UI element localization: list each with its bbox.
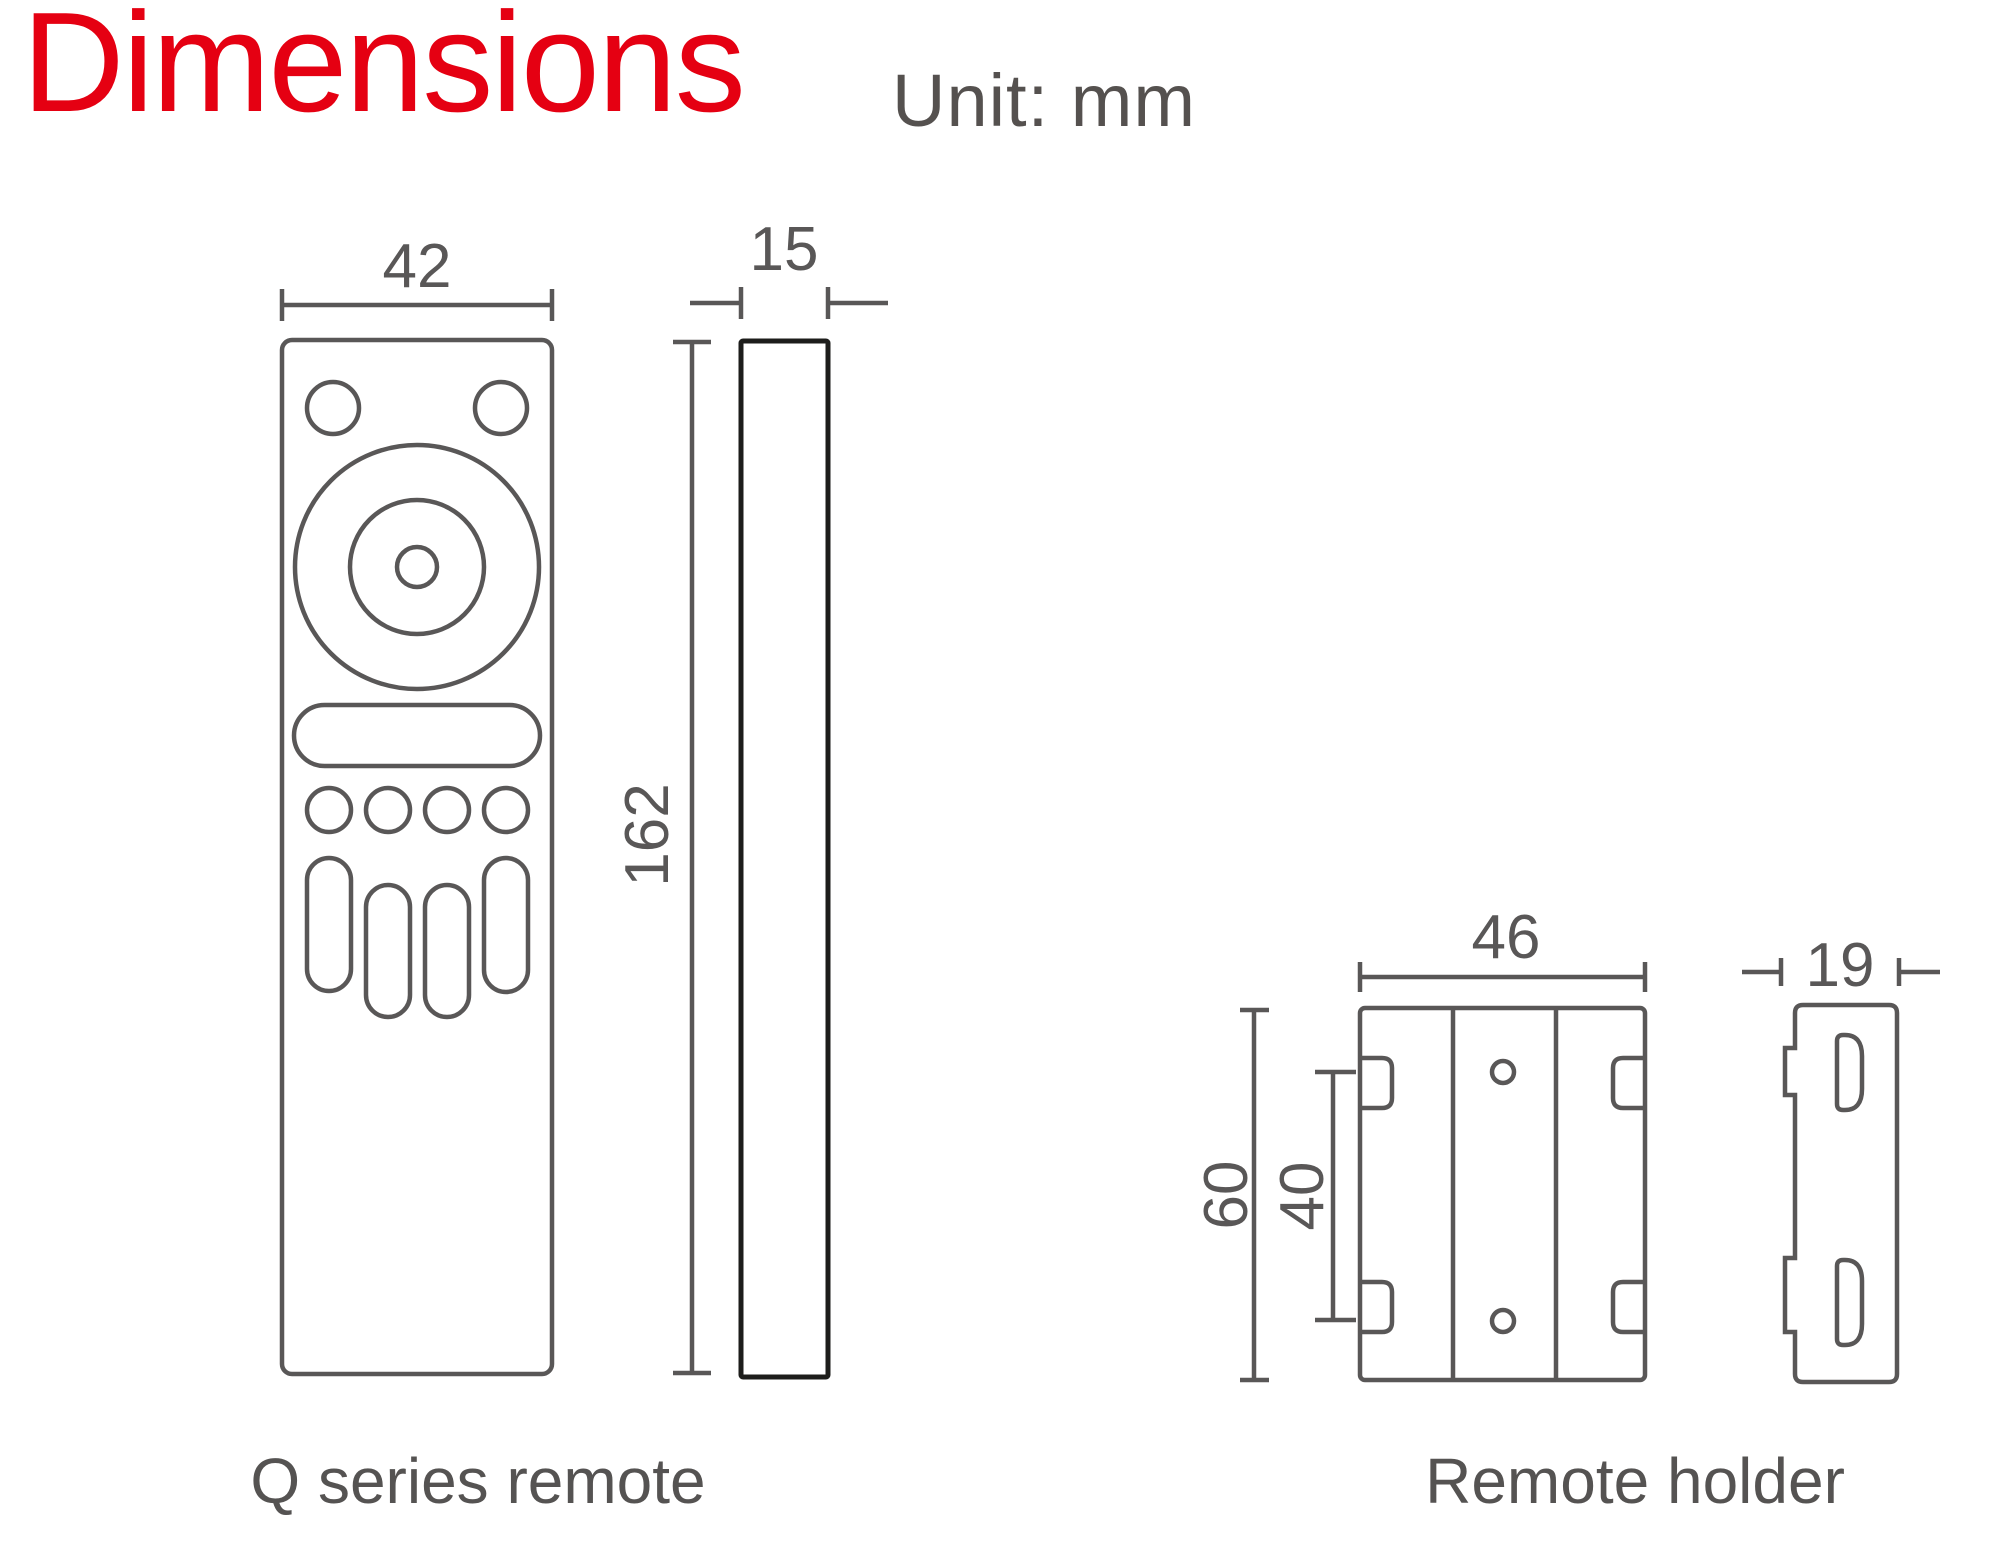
dim-remote-height — [673, 339, 711, 1376]
dim-remote-width — [279, 289, 555, 321]
remote-dial-middle-circle — [347, 497, 487, 637]
dim-holder-thickness — [1742, 958, 1940, 986]
holder-clip-top-right — [1610, 1055, 1645, 1111]
remote-dial-outer-circle — [292, 442, 542, 692]
dim-holder-width — [1357, 962, 1648, 992]
remote-side-outline — [738, 338, 831, 1380]
remote-pill-button-4 — [481, 855, 531, 995]
dim-label-holder-width: 46 — [1472, 903, 1541, 972]
remote-pill-button-2 — [363, 882, 413, 1020]
dim-holder-hole-spacing — [1315, 1069, 1356, 1323]
unit-note: Unit: mm — [892, 59, 1196, 142]
remote-pill-button-3 — [422, 882, 472, 1020]
dim-label-remote-width: 42 — [383, 232, 452, 301]
dim-label-holder-height: 60 — [1192, 1161, 1261, 1230]
holder-clip-bottom-right — [1610, 1279, 1645, 1335]
holder-body-outline — [1357, 1005, 1648, 1383]
remote-top-button-right — [472, 379, 530, 437]
holder-caption: Remote holder — [1425, 1445, 1845, 1517]
remote-round-button-4 — [481, 785, 531, 835]
remote-round-button-3 — [422, 785, 472, 835]
holder-side-slot-top — [1834, 1032, 1865, 1113]
remote-body-outline — [279, 337, 555, 1377]
holder-side-outline — [1782, 1002, 1900, 1385]
holder-front-view — [1357, 1005, 1648, 1383]
holder-screw-hole-bottom — [1489, 1307, 1517, 1335]
remote-side-view — [738, 338, 831, 1380]
holder-clip-top-left — [1360, 1055, 1395, 1111]
dim-label-holder-thickness: 19 — [1806, 931, 1875, 1000]
remote-front-view — [279, 337, 555, 1377]
remote-round-button-1 — [304, 785, 354, 835]
holder-clip-bottom-left — [1360, 1279, 1395, 1335]
remote-pill-button-1 — [304, 855, 354, 994]
dim-remote-thickness — [690, 287, 888, 319]
remote-top-button-left — [304, 379, 362, 437]
holder-side-view — [1782, 1002, 1900, 1385]
remote-dial-center-circle — [394, 544, 440, 590]
remote-bar-button — [291, 702, 543, 769]
dim-holder-height — [1240, 1007, 1269, 1383]
holder-side-slot-bottom — [1834, 1257, 1865, 1348]
dim-label-remote-thickness: 15 — [750, 215, 819, 284]
dim-label-remote-height: 162 — [613, 783, 682, 886]
dim-label-holder-hole-spacing: 40 — [1268, 1162, 1337, 1231]
remote-caption: Q series remote — [250, 1445, 705, 1517]
holder-screw-hole-top — [1489, 1058, 1517, 1086]
page-title: Dimensions — [22, 0, 746, 142]
remote-round-button-2 — [363, 785, 413, 835]
